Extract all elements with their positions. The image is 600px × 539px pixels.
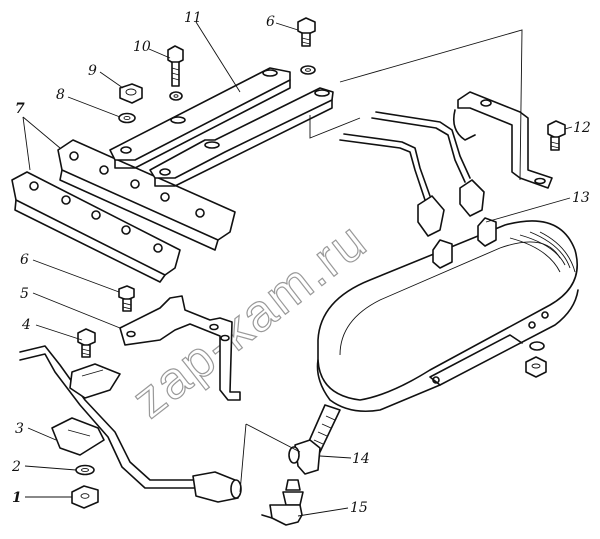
part-13-lamp-housing [316,217,579,413]
part-5-bracket [119,295,241,401]
callout-5: 5 [20,286,29,302]
callout-1: 1 [12,490,22,506]
part-3-clamp [51,417,105,456]
assembly-frame-lines [309,29,523,181]
lamp-nut [525,341,547,378]
upper-bracket [452,91,553,189]
part-6-bolt-top [297,17,316,75]
part-6-bolt-lower [118,285,135,312]
part-8-washer [118,112,136,124]
part-14-fitting [288,404,341,475]
callout-9: 9 [88,63,97,79]
callout-12: 12 [573,120,591,136]
callout-2: 2 [11,459,21,475]
callout-leaders [22,21,573,517]
assembly-leads [239,423,301,493]
lamp-wire-connectors [339,111,485,237]
part-4-bolt [77,328,96,358]
callout-14: 14 [352,451,370,467]
callout-13: 13 [572,190,590,206]
part-2-washer [75,464,95,476]
callout-labels: 1 2 3 4 5 6 7 8 9 10 11 6 12 13 14 15 [11,10,591,516]
callout-4: 4 [21,317,31,333]
callout-7: 7 [15,101,25,117]
callout-6-lower: 6 [20,252,29,268]
callout-8: 8 [56,87,65,103]
callout-11: 11 [184,10,202,26]
part-11-strips [109,67,334,187]
callout-15: 15 [350,500,368,516]
pipe-assembly [19,345,242,503]
part-7-plates [11,139,236,283]
part-12-bolt [547,120,566,151]
callout-10: 10 [133,39,151,55]
callout-6-top: 6 [266,14,275,30]
part-10-bolt [167,45,184,101]
part-9-nut [119,83,143,104]
part-1-nut [71,485,99,509]
callout-3: 3 [15,421,24,437]
part-15-valve [261,479,304,526]
